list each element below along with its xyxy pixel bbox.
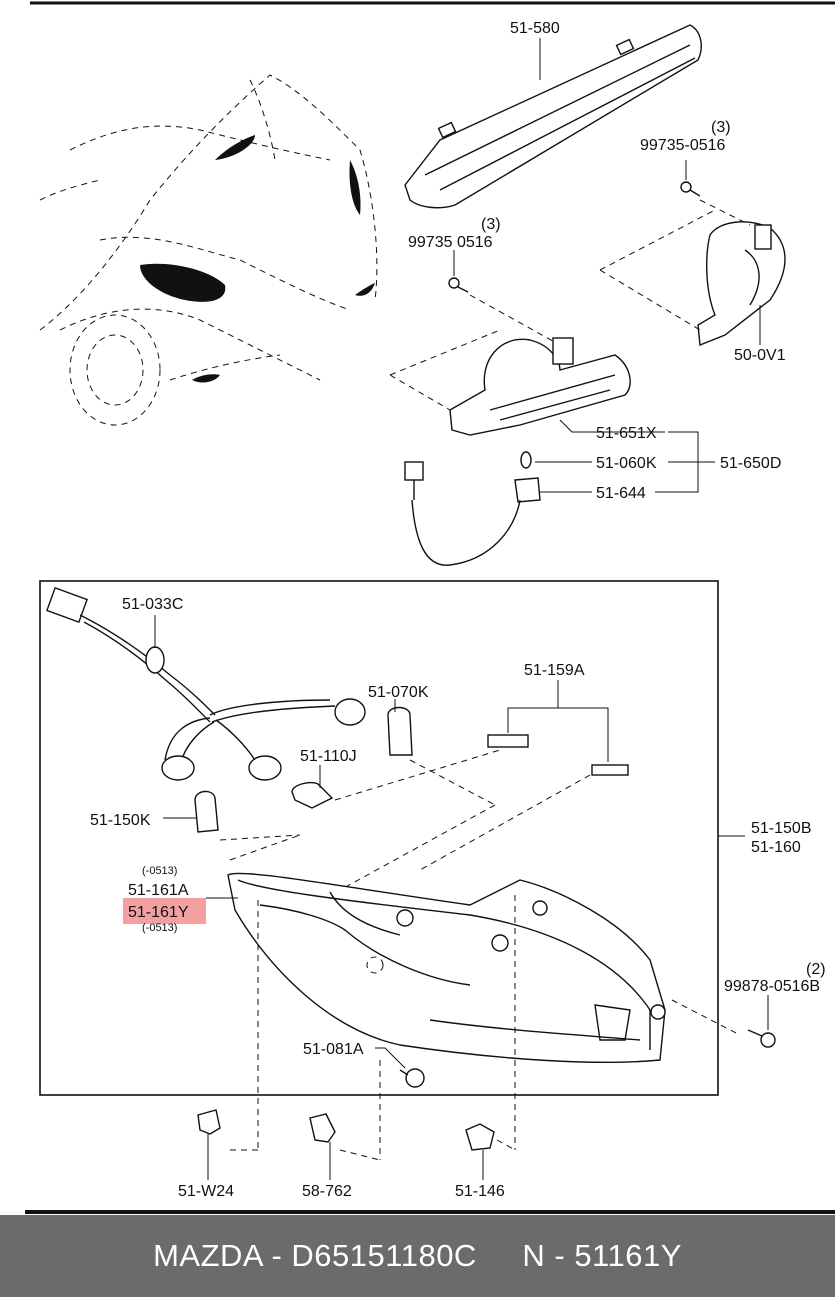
bulb-socket-assembly <box>404 451 541 566</box>
screw-99735-upper <box>680 181 701 197</box>
bulb-51-110j <box>291 781 334 809</box>
bulb-51-070k <box>387 706 413 756</box>
label-51-070k: 51-070K <box>368 684 429 701</box>
label-51-161a: 51-161A <box>128 882 189 899</box>
label-51-033c: 51-033C <box>122 596 183 613</box>
fastener-51-146 <box>465 1123 495 1180</box>
label-51-150k: 51-150K <box>90 812 151 829</box>
label-99735-upper: 99735-0516 <box>640 137 726 154</box>
label-51-150b: 51-150B <box>751 820 812 837</box>
note-0513-bottom: (-0513) <box>142 922 177 934</box>
fastener-58-762 <box>309 1113 336 1180</box>
screw-99735-lower <box>448 277 469 293</box>
label-99735-lower: 99735 0516 <box>408 234 493 251</box>
label-51-651x: 51-651X <box>596 425 657 442</box>
highlight-51-161y <box>123 898 206 924</box>
screw-99878 <box>747 1029 776 1048</box>
label-51-580: 51-580 <box>510 20 560 37</box>
footer-part-number: MAZDA - D65151180C N - 51161Y <box>153 1238 682 1273</box>
label-51-644: 51-644 <box>596 485 646 502</box>
wiring-harness <box>46 587 366 781</box>
vehicle-front-illustration <box>39 74 378 426</box>
qty-99735-upper: (3) <box>711 119 731 136</box>
label-50-0v1: 50-0V1 <box>734 347 786 364</box>
label-51-161y: 51-161Y <box>128 904 189 921</box>
fastener-51-w24 <box>197 1109 221 1180</box>
label-99878: 99878-0516B <box>724 978 820 995</box>
footer-bar: MAZDA - D65151180C N - 51161Y <box>0 1215 835 1297</box>
label-51-081a: 51-081A <box>303 1041 364 1058</box>
note-0513-top: (-0513) <box>142 865 177 877</box>
bulb-51-150k <box>194 790 219 833</box>
label-58-762: 58-762 <box>302 1183 352 1200</box>
qty-99735-lower: (3) <box>481 216 501 233</box>
assembly-guides <box>219 749 591 891</box>
reflector-pads <box>487 680 629 776</box>
headlamp-housing <box>227 872 666 1063</box>
high-mount-stop-lamp <box>404 24 702 209</box>
clip-51-081a <box>399 1068 425 1088</box>
footer-rule <box>25 1210 835 1214</box>
label-51-146: 51-146 <box>455 1183 505 1200</box>
label-51-110j: 51-110J <box>300 748 357 765</box>
part-labels: 51-580 99735-0516 (3) 99735 0516 (3) 50-… <box>90 20 826 1200</box>
assembly-frame <box>39 580 719 1096</box>
label-51-060k: 51-060K <box>596 455 657 472</box>
label-51-w24: 51-W24 <box>178 1183 234 1200</box>
qty-99878: (2) <box>806 961 826 978</box>
side-lamp <box>697 221 786 346</box>
rear-fog-lamp <box>449 337 631 436</box>
label-51-650d: 51-650D <box>720 455 781 472</box>
label-51-159a: 51-159A <box>524 662 585 679</box>
label-51-160: 51-160 <box>751 839 801 856</box>
